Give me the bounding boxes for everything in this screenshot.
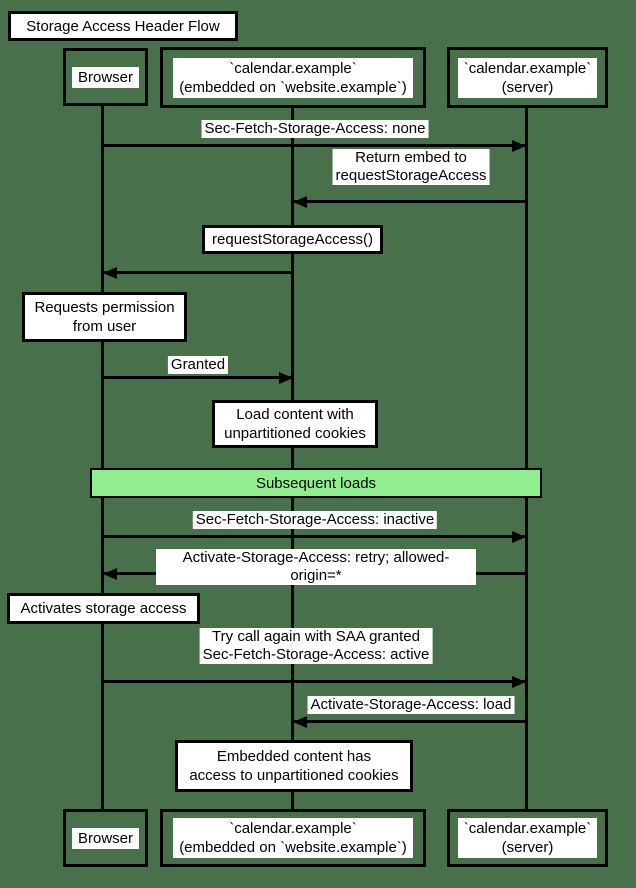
participant-label-embed: `calendar.example` (embedded on `website… bbox=[173, 57, 413, 98]
note-text: Activates storage access bbox=[20, 600, 187, 617]
arrowhead-left-icon bbox=[103, 568, 117, 580]
arrowhead-left-icon bbox=[293, 196, 307, 208]
arrowhead-right-icon bbox=[512, 676, 526, 688]
arrowhead-right-icon bbox=[512, 140, 526, 152]
message-label-1: Sec-Fetch-Storage-Access: none bbox=[201, 120, 429, 138]
divider-subsequent-loads: Subsequent loads bbox=[90, 468, 542, 498]
note-requests-permission: Requests permission from user bbox=[22, 292, 187, 342]
note-request-storage-access: requestStorageAccess() bbox=[202, 225, 383, 254]
note-activates-storage-access: Activates storage access bbox=[7, 593, 200, 624]
note-text: Load content with unpartitioned cookies bbox=[224, 406, 366, 442]
note-text: requestStorageAccess() bbox=[212, 231, 373, 248]
message-arrow-7 bbox=[103, 680, 527, 683]
participant-box-browser-top: Browser bbox=[63, 48, 148, 106]
participant-label-server: `calendar.example` (server) bbox=[457, 818, 598, 858]
note-text: Embedded content has access to unpartiti… bbox=[189, 748, 399, 784]
participant-box-embed-top: `calendar.example` (embedded on `website… bbox=[160, 47, 426, 108]
message-arrow-3 bbox=[103, 271, 293, 274]
arrowhead-right-icon bbox=[279, 372, 293, 384]
participant-label-embed: `calendar.example` (embedded on `website… bbox=[173, 818, 413, 858]
message-label-2: Return embed to requestStorageAccess bbox=[332, 149, 490, 185]
message-arrow-1 bbox=[103, 144, 527, 147]
message-label-8: Activate-Storage-Access: load bbox=[307, 696, 515, 714]
message-arrow-5 bbox=[103, 535, 527, 538]
lifeline-embed bbox=[291, 107, 294, 809]
diagram-title-text: Storage Access Header Flow bbox=[26, 17, 220, 35]
participant-label-browser: Browser bbox=[71, 827, 139, 849]
arrowhead-left-icon bbox=[103, 267, 117, 279]
message-label-4: Granted bbox=[167, 356, 229, 374]
participant-label-browser: Browser bbox=[71, 66, 139, 88]
note-text: Requests permission from user bbox=[34, 299, 175, 335]
message-label-6: Activate-Storage-Access: retry; allowed-… bbox=[156, 549, 476, 585]
lifeline-browser bbox=[101, 105, 104, 809]
participant-box-server-top: `calendar.example` (server) bbox=[447, 47, 608, 108]
diagram-title: Storage Access Header Flow bbox=[8, 11, 238, 41]
divider-label: Subsequent loads bbox=[255, 474, 377, 492]
participant-box-browser-bottom: Browser bbox=[63, 809, 148, 867]
participant-box-server-bottom: `calendar.example` (server) bbox=[447, 809, 608, 867]
message-label-5: Sec-Fetch-Storage-Access: inactive bbox=[192, 511, 438, 529]
note-embedded-content-access: Embedded content has access to unpartiti… bbox=[175, 740, 413, 792]
note-load-content: Load content with unpartitioned cookies bbox=[212, 400, 378, 448]
lifeline-server bbox=[525, 107, 528, 809]
participant-label-server: `calendar.example` (server) bbox=[457, 57, 598, 98]
message-label-7: Try call again with SAA granted Sec-Fetc… bbox=[199, 628, 433, 664]
participant-box-embed-bottom: `calendar.example` (embedded on `website… bbox=[160, 809, 426, 867]
message-arrow-4 bbox=[103, 376, 293, 379]
arrowhead-right-icon bbox=[512, 531, 526, 543]
message-arrow-2 bbox=[293, 200, 527, 203]
message-arrow-8 bbox=[293, 720, 527, 723]
arrowhead-left-icon bbox=[293, 716, 307, 728]
